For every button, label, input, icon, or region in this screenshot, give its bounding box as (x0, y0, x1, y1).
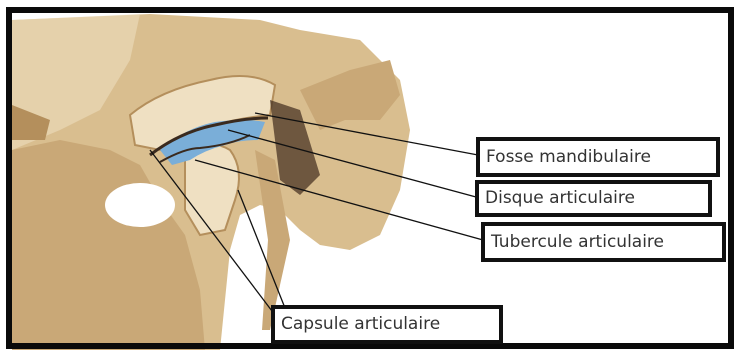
label-disque-text: Disque articulaire (485, 190, 635, 207)
label-tubercule-text: Tubercule articulaire (491, 234, 664, 251)
label-fosse-mandibulaire: Fosse mandibulaire (476, 137, 720, 177)
image-border (6, 7, 734, 349)
label-fosse-text: Fosse mandibulaire (486, 149, 651, 166)
label-capsule-articulaire: Capsule articulaire (271, 305, 503, 344)
label-tubercule-articulaire: Tubercule articulaire (481, 222, 726, 262)
label-capsule-text: Capsule articulaire (281, 316, 440, 333)
label-disque-articulaire: Disque articulaire (475, 180, 712, 217)
